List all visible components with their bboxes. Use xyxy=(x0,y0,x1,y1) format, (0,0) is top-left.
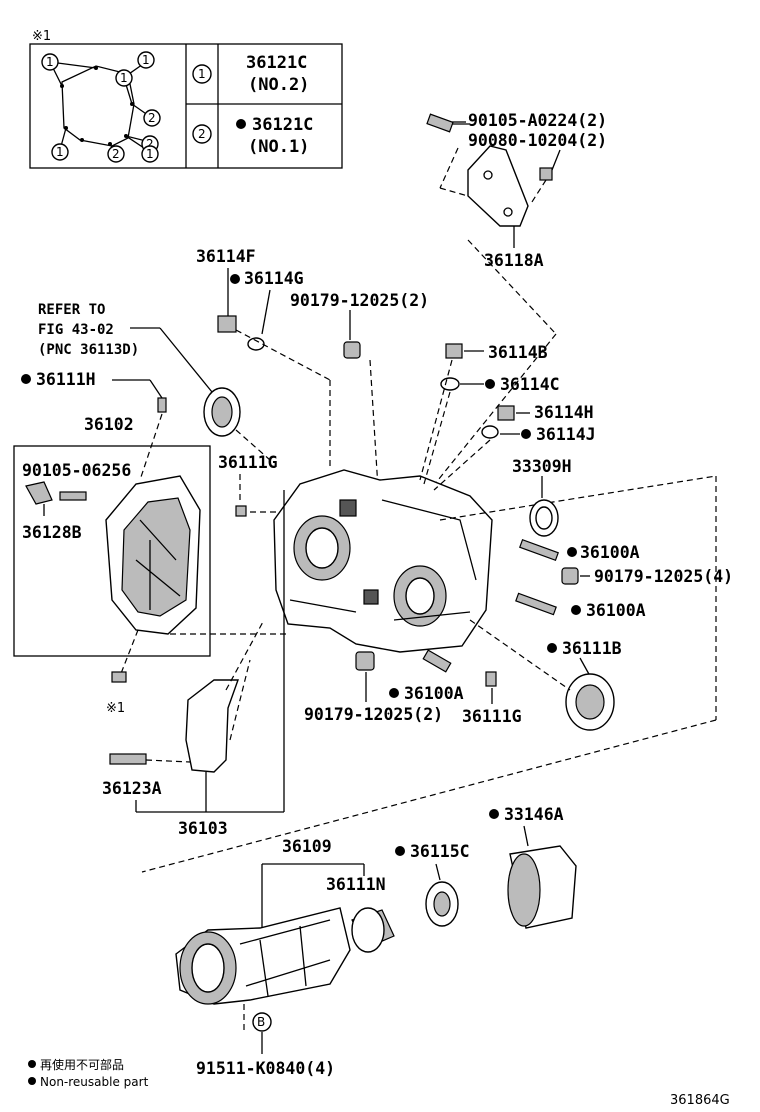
label-36100a-2: 36100A xyxy=(586,601,646,620)
inset-circle-1b: 1 xyxy=(142,53,150,67)
bolt-90105-06256 xyxy=(59,491,87,501)
label-36111g-left: 36111G xyxy=(218,453,278,472)
figure-id: 361864G xyxy=(670,1093,730,1108)
bolt-90105-a0224 xyxy=(426,113,454,133)
gasket-36114g xyxy=(247,337,265,351)
table-row1-part: 36121C xyxy=(246,53,307,73)
table-row2-note: (NO.1) xyxy=(248,137,309,157)
studs-right-group: 36100A 90179-12025(4) 36100A 36111B xyxy=(469,538,733,731)
plug-36114h xyxy=(497,405,515,421)
protector-36103-group: 36123A 36103 xyxy=(102,490,285,838)
inset-callouts: 1 1 1 2 2 1 1 2 1 xyxy=(41,51,161,163)
label-36109: 36109 xyxy=(282,837,332,856)
inset-circle-2c: 2 xyxy=(112,147,120,161)
nut-90179-top xyxy=(343,341,361,359)
label-91511: 91511-K0840(4) xyxy=(196,1059,335,1078)
legend: 再使用不可部品 Non-reusable part xyxy=(28,1057,149,1089)
inset-circle-1c: 1 xyxy=(120,71,128,85)
bottom-fasteners-group: 90179-12025(2) 36100A 36111G xyxy=(304,649,522,726)
inset-box: ※1 1 1 1 2 2 1 1 2 xyxy=(29,29,343,169)
label-90179-right: 90179-12025(4) xyxy=(594,567,733,586)
table-row1-note: (NO.2) xyxy=(248,75,309,95)
label-90179-bottom: 90179-12025(2) xyxy=(304,705,443,724)
label-36111g-bottom: 36111G xyxy=(462,707,522,726)
label-mark-bottom: ※1 xyxy=(106,701,125,716)
label-33309h: 33309H xyxy=(512,457,572,476)
table-row2-circle: 2 xyxy=(198,127,206,141)
label-36115c: 36115C xyxy=(410,842,470,861)
inset-circle-2a: 2 xyxy=(148,111,156,125)
protector-36103 xyxy=(185,679,239,773)
label-36123a: 36123A xyxy=(102,779,162,798)
cover-36102-group: 90105-06256 36128B ※1 xyxy=(13,445,290,716)
label-36103: 36103 xyxy=(178,819,228,838)
refer-seal-group: REFER TO FIG 43-02 (PNC 36113D) 36111H 3… xyxy=(21,302,271,481)
extension-housing-group: 36109 36111N 36115C 33146A B 91511-K0840… xyxy=(175,805,577,1078)
inset-circle-1e: 1 xyxy=(146,147,154,161)
plug-36114f-group: 36114F 36114G 90179-12025(2) xyxy=(196,247,429,521)
label-refer-2: FIG 43-02 xyxy=(38,322,114,338)
label-36114g: 36114G xyxy=(244,269,304,288)
nut-90080-10204 xyxy=(539,167,553,181)
label-90179-top: 90179-12025(2) xyxy=(290,291,429,310)
circle-b: B xyxy=(257,1015,265,1029)
label-36114h: 36114H xyxy=(534,403,594,422)
label-36100a-1: 36100A xyxy=(580,543,640,562)
inset-circle-1d: 1 xyxy=(56,145,64,159)
nut-90179-right xyxy=(561,567,579,585)
stud-36100a-3 xyxy=(422,649,452,673)
breather-36111h xyxy=(157,397,167,413)
gasket-36114c xyxy=(440,377,460,391)
label-36118a: 36118A xyxy=(484,251,544,270)
right-plugs-group: 36114B 36114C 36114H 36114J 33309H xyxy=(419,343,596,537)
label-36102: 36102 xyxy=(84,415,134,434)
bolt-36123a xyxy=(109,753,147,765)
table-row2-part: 36121C xyxy=(252,115,313,135)
nut-90179-bottom xyxy=(355,651,375,671)
legend-jp: 再使用不可部品 xyxy=(40,1057,124,1072)
label-36114c: 36114C xyxy=(500,375,560,394)
label-36111h: 36111H xyxy=(36,370,96,389)
label-36111b: 36111B xyxy=(562,639,622,658)
inset-circle-2b: 2 xyxy=(146,137,154,151)
label-36128b: 36128B xyxy=(22,523,82,542)
stud-36100a-1 xyxy=(519,538,559,562)
label-36114f: 36114F xyxy=(196,247,256,266)
bolt-mark-1 xyxy=(111,671,127,683)
pin-36111g-left xyxy=(235,505,247,517)
table-row1-circle: 1 xyxy=(198,67,206,81)
label-90105-a0224: 90105-A0224(2) xyxy=(468,111,607,130)
label-36114j: 36114J xyxy=(536,425,596,444)
gasket-36114j xyxy=(481,425,499,439)
label-36111n: 36111N xyxy=(326,875,386,894)
label-refer-1: REFER TO xyxy=(38,302,105,318)
label-36114b: 36114B xyxy=(488,343,548,362)
label-33146a: 33146A xyxy=(504,805,564,824)
bracket-36118a-group: 90105-A0224(2) 90080-10204(2) 36118A xyxy=(426,111,607,491)
label-90105-06256: 90105-06256 xyxy=(22,461,131,480)
bracket-36118a xyxy=(467,145,529,227)
plug-36114b xyxy=(445,343,463,359)
transfer-case-group: 36111G xyxy=(141,453,717,873)
clip-36128b xyxy=(25,481,53,505)
label-refer-3: (PNC 36113D) xyxy=(38,342,139,358)
inset-mark: ※1 xyxy=(32,29,51,44)
table-row2-dot xyxy=(236,119,246,129)
legend-en: Non-reusable part xyxy=(40,1075,149,1089)
label-36100a-3: 36100A xyxy=(404,684,464,703)
inset-circle-1a: 1 xyxy=(46,55,54,69)
plug-36114f xyxy=(217,315,237,333)
label-90080-10204: 90080-10204(2) xyxy=(468,131,607,150)
stud-36100a-2 xyxy=(515,592,557,616)
pin-36111g-bottom xyxy=(485,671,497,687)
